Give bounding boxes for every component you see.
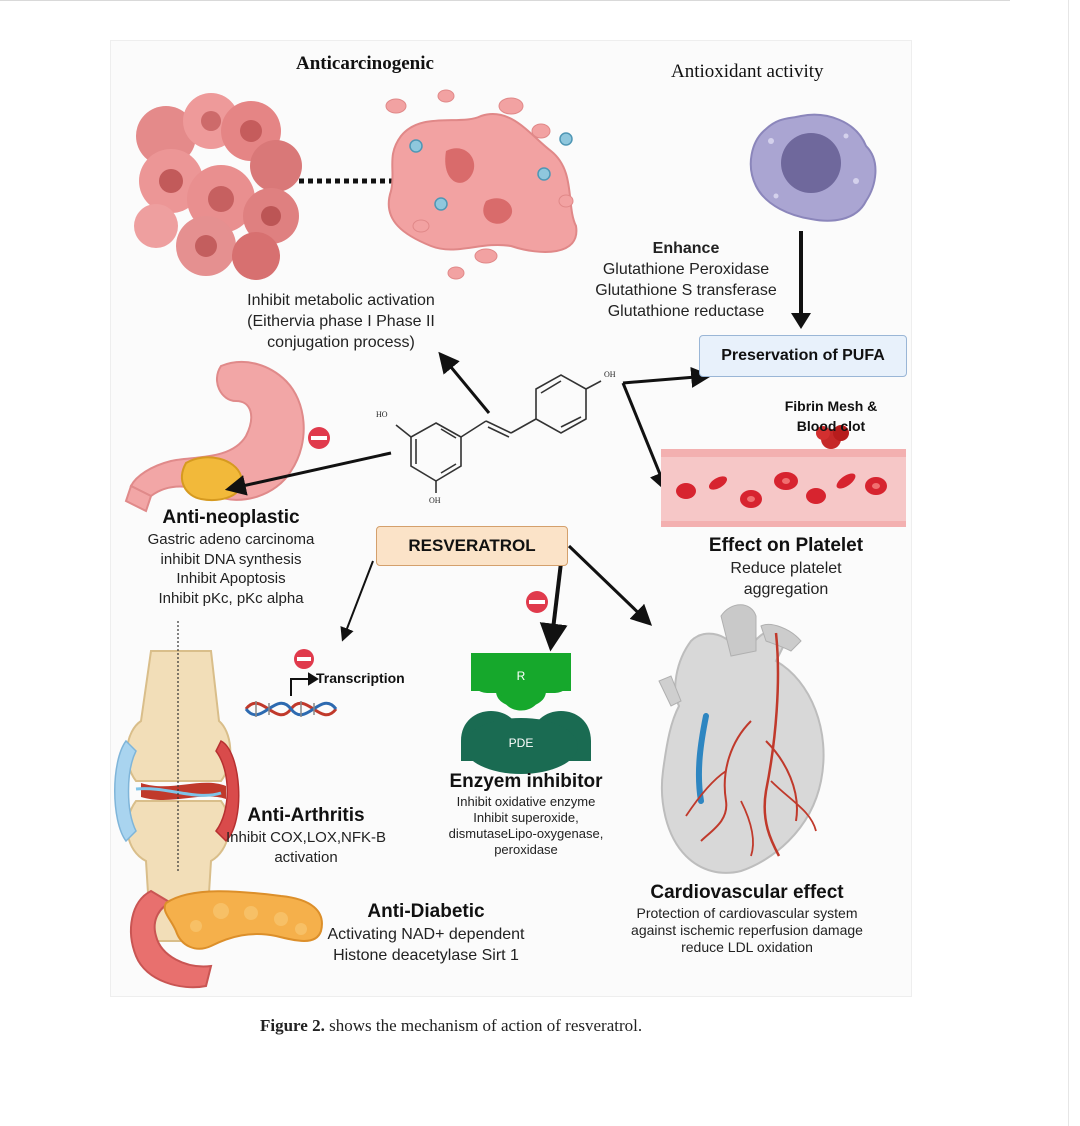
enzyme-line: Inhibit superoxide, [473,810,579,825]
anticarcinogenic-title: Anticarcinogenic [296,53,434,74]
arthritis-block: Anti-Arthritis Inhibit COX,LOX,NFK-B act… [211,804,401,868]
pufa-box: Preservation of PUFA [699,335,907,377]
stomach-illustration [124,361,305,513]
platelet-line: aggregation [743,581,829,598]
enzyme-title: Enzyem inhibitor [449,771,603,792]
figure-panel: Anticarcinogenic Antioxidant activity En… [110,40,912,997]
virus-particles [409,132,573,211]
metabolic-line: conjugation process) [267,334,415,351]
platelet-line: Reduce platelet [730,560,842,577]
resveratrol-box: RESVERATROL [376,526,568,566]
diabetic-block: Anti-Diabetic Activating NAD+ dependent … [301,900,551,966]
figure-caption: Figure 2. shows the mechanism of action … [260,1016,642,1036]
arrow-to-heart [567,544,653,626]
molecule-oh-bottom-label: OH [429,496,441,505]
illustration-layer [114,89,906,989]
molecule-oh-top-label: OH [604,370,616,379]
transcription-arrow [290,672,319,696]
fibrin-line: Fibrin Mesh & [784,398,878,414]
transcription-label: Transcription [316,670,405,686]
apoptotic-cell [385,89,578,280]
molecule-ho-label: HO [376,410,388,419]
platelet-title: Effect on Platelet [708,535,864,556]
resveratrol-molecule [395,374,602,493]
cardio-title: Cardiovascular effect [650,882,844,903]
metabolic-line: (Eithervia phase I Phase II [247,313,435,330]
diabetic-line: Histone deacetylase Sirt 1 [333,947,519,964]
arrow-to-stomach [224,451,392,496]
platelet-block: Effect on Platelet Reduce platelet aggre… [676,534,896,600]
arthritis-line: Inhibit COX,LOX,NFK-B [225,829,387,846]
fibrin-block: Fibrin Mesh & Blood clot [761,396,901,436]
receptor-label: R [516,669,526,683]
antioxidant-arrow-head [791,313,811,329]
page-right-rule [1068,0,1069,1126]
cardio-block: Cardiovascular effect Protection of card… [599,881,895,956]
metabolic-block: Inhibit metabolic activation (Eithervia … [211,290,471,353]
caption-label: Figure 2. [260,1016,325,1035]
blood-vessel [661,425,906,527]
arrow-to-pufa [622,366,713,388]
arthritis-title: Anti-Arthritis [247,805,365,826]
arthritis-line: activation [274,849,338,866]
neoplastic-line: inhibit DNA synthesis [160,550,302,568]
caption-text: shows the mechanism of action of resvera… [324,1016,643,1035]
arrow-to-metabolic [438,351,491,414]
antioxidant-title: Antioxidant activity [671,61,824,82]
heart-illustration [658,604,825,874]
pancreas-illustration [130,889,323,989]
receptor-pde [461,653,591,774]
cancer-cell-cluster [134,93,302,280]
page-top-rule [0,0,1010,1]
enhance-title: Enhance [652,240,720,257]
diabetic-title: Anti-Diabetic [367,901,485,922]
enzyme-line: Inhibit oxidative enzyme [456,794,596,809]
enzyme-line: dismutaseLipo-oxygenase, [448,826,604,841]
arrow-to-platelet [621,382,670,493]
inhibit-icon-transcription [294,649,314,669]
inhibit-icon-enzyme [526,591,548,613]
neoplastic-line: Inhibit pKc, pKc alpha [158,589,304,607]
neoplastic-line: Inhibit Apoptosis [176,570,286,587]
inhibit-icon-stomach [308,427,330,449]
arrow-to-transcription [340,560,374,642]
neoplastic-block: Anti-neoplastic Gastric adeno carcinoma … [116,506,346,608]
diabetic-line: Activating NAD+ dependent [327,926,525,943]
cardio-line: reduce LDL oxidation [681,939,813,955]
neoplastic-line: Gastric adeno carcinoma [147,531,315,548]
dna-helix [244,701,338,717]
cardio-line: Protection of cardiovascular system [636,905,858,921]
metabolic-line: Inhibit metabolic activation [247,292,435,309]
antioxidant-cell [749,113,877,222]
cardio-line: against ischemic reperfusion damage [631,922,863,938]
enhance-line: Glutathione S transferase [595,282,777,299]
neoplastic-title: Anti-neoplastic [162,507,300,528]
enhance-block: Enhance Glutathione Peroxidase Glutathio… [571,238,801,322]
pde-label: PDE [508,736,534,750]
enhance-line: Glutathione reductase [607,303,765,320]
enzyme-line: peroxidase [494,842,558,857]
enhance-line: Glutathione Peroxidase [602,261,770,278]
fibrin-line: Blood clot [796,418,866,434]
enzyme-block: Enzyem inhibitor Inhibit oxidative enzym… [421,770,631,858]
